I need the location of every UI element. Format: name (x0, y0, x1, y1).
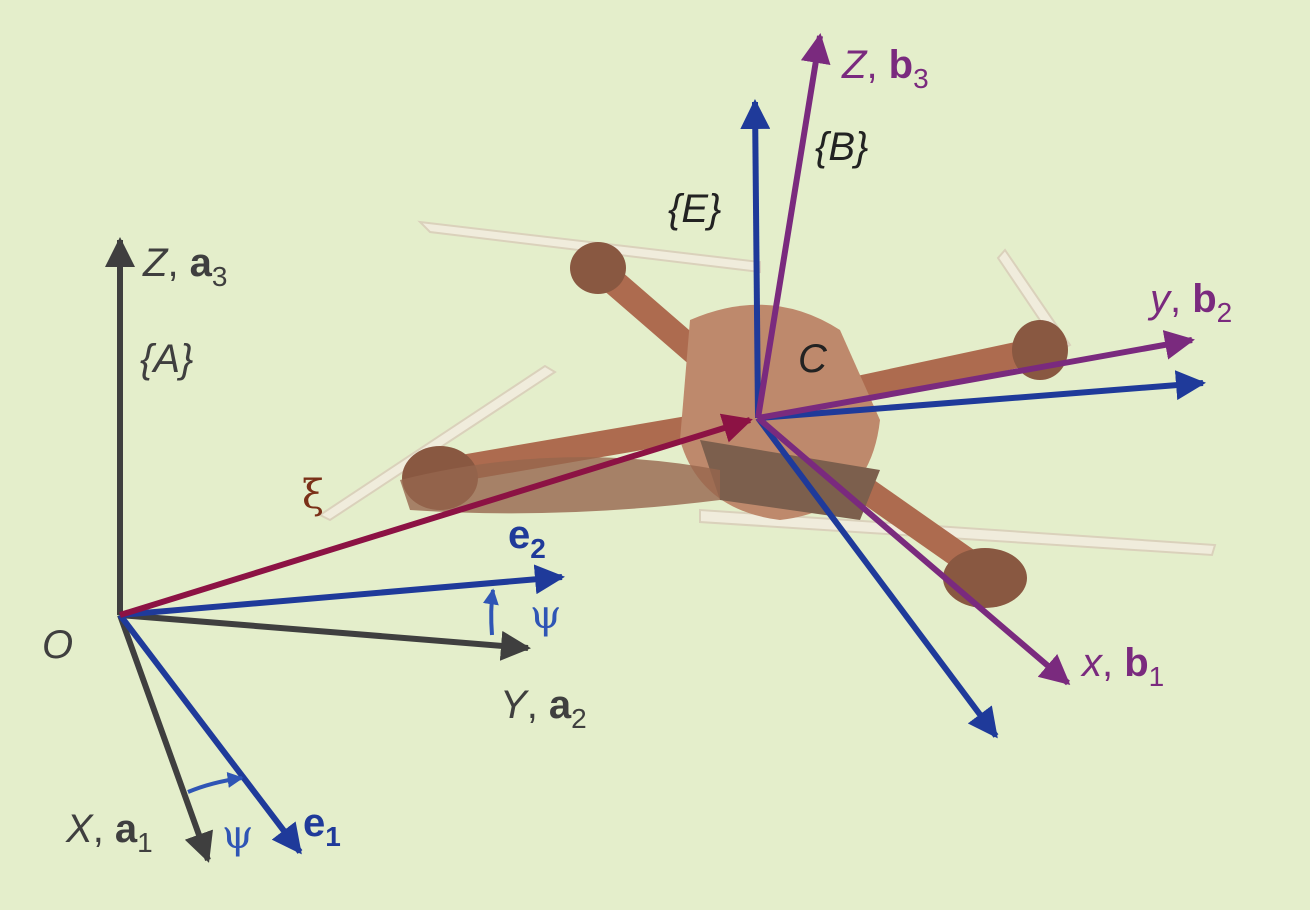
label-frame-b: {B} (815, 125, 868, 169)
b1-axis (756, 415, 1071, 686)
yaw-arc-bottom (187, 771, 244, 794)
label-origin-o: O (42, 623, 73, 667)
label-psi-right: ψ (530, 592, 561, 638)
e-y-axis (757, 370, 1206, 421)
e2-axis (119, 564, 565, 618)
quadrotor-icon (318, 220, 1217, 608)
frame-b (755, 33, 1195, 686)
frame-e-body (740, 99, 1206, 739)
a2-axis (119, 612, 531, 661)
label-origin-c: C (798, 337, 828, 381)
xi-vector (119, 413, 753, 618)
label-b1: x, b1 (1080, 641, 1164, 692)
label-a3: Z, a3 (142, 241, 228, 292)
frame-e-origin (117, 564, 565, 855)
b3-axis (755, 33, 831, 419)
frame-a (105, 237, 531, 863)
label-e2: e2 (508, 513, 546, 564)
label-b3: Z, b3 (841, 43, 929, 94)
label-e1: e1 (303, 801, 341, 852)
e-z-axis (740, 99, 771, 419)
label-psi-left: ψ (222, 812, 253, 858)
label-a1: X, a1 (65, 807, 153, 858)
label-b2: y, b2 (1147, 277, 1232, 328)
e1-axis (117, 613, 303, 855)
label-frame-e: {E} (668, 187, 721, 231)
b2-axis (757, 330, 1195, 421)
label-a2: Y, a2 (500, 683, 587, 734)
yaw-arc-top (482, 588, 499, 636)
label-xi: ξ (302, 472, 324, 518)
e-x-axis (755, 416, 999, 739)
a1-axis (117, 613, 213, 863)
label-frame-a: {A} (140, 337, 193, 381)
